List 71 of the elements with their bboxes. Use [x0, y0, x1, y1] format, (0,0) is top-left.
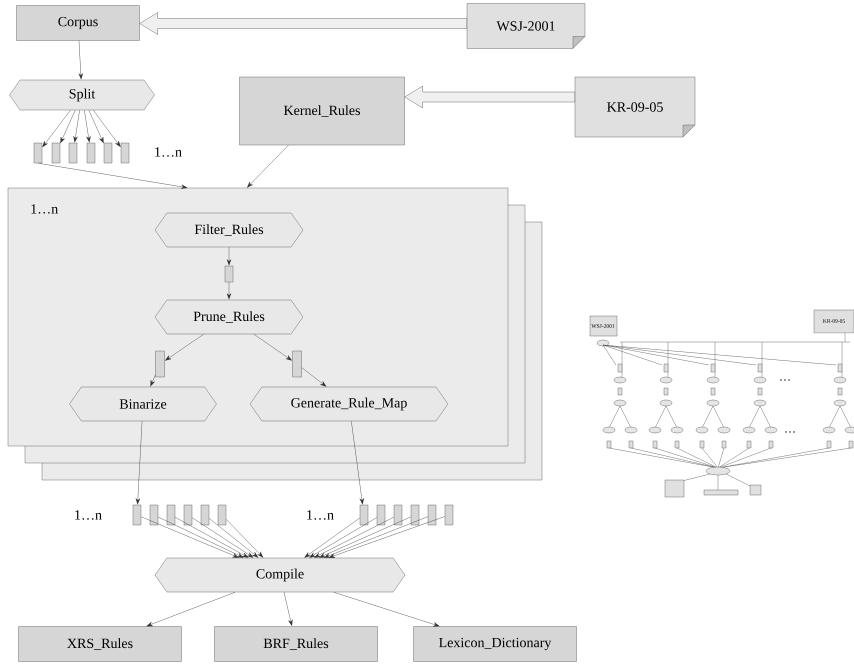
- arrow: [333, 592, 440, 627]
- process-hexagon: Prune_Rules: [154, 300, 304, 334]
- arrow: [351, 421, 364, 504]
- data-slot: [104, 142, 112, 164]
- data-slot: [68, 142, 78, 164]
- arrow: [146, 592, 236, 626]
- data-slot: [120, 142, 130, 164]
- data-slot: [166, 504, 176, 526]
- data-slot: [360, 504, 368, 526]
- arrow: [247, 145, 289, 188]
- arrow: [175, 517, 248, 558]
- process-box: BRF_Rules: [214, 626, 378, 662]
- process-box: XRS_Rules: [18, 626, 182, 662]
- arrow: [304, 518, 360, 558]
- arrow: [93, 110, 121, 148]
- arrow: [314, 516, 394, 558]
- arrow: [209, 518, 258, 558]
- ellipsis-label: …: [785, 431, 795, 433]
- data-slot: [86, 142, 96, 164]
- data-slot: [224, 266, 234, 282]
- data-slot: [410, 504, 420, 526]
- arrow: [165, 334, 204, 361]
- arrow: [141, 516, 239, 558]
- arrow: [319, 516, 411, 558]
- data-slot: [200, 504, 210, 526]
- data-slot: [428, 504, 436, 526]
- arrow: [150, 374, 156, 386]
- data-slot: [394, 504, 402, 526]
- process-box: Lexicon_Dictionary: [413, 626, 577, 662]
- arrow: [328, 516, 445, 558]
- process-hexagon: Filter_Rules: [154, 212, 304, 248]
- arrow: [192, 518, 254, 558]
- process-hexagon: Split: [9, 80, 155, 110]
- block-arrow: [140, 12, 467, 35]
- arrow: [226, 282, 232, 300]
- arrow: [254, 334, 292, 361]
- data-slot: [376, 504, 386, 526]
- data-slot: [444, 504, 454, 526]
- arrow: [302, 367, 326, 387]
- arrow: [226, 247, 232, 266]
- arrow: [309, 517, 377, 558]
- process-box: Corpus: [16, 5, 140, 41]
- arrow: [73, 110, 80, 142]
- process-hexagon: Generate_Rule_Map: [250, 386, 448, 422]
- arrow: [42, 110, 71, 148]
- arrow: [158, 516, 244, 558]
- data-slot: [292, 350, 302, 378]
- arrow: [324, 516, 428, 558]
- data-slot: [132, 504, 142, 526]
- data-slot: [218, 504, 226, 526]
- ellipsis-label: …: [780, 379, 790, 381]
- process-hexagon: Binarize: [69, 386, 217, 422]
- arrow: [84, 110, 91, 142]
- data-slot: [34, 142, 42, 164]
- arrow: [78, 40, 84, 80]
- arrow: [38, 163, 188, 189]
- data-slot: [184, 504, 192, 526]
- arrow: [88, 110, 104, 144]
- arrow: [136, 421, 142, 504]
- count-label: 1…n: [307, 510, 334, 520]
- data-slot: [150, 504, 158, 526]
- arrow: [226, 519, 264, 558]
- block-arrow: [404, 86, 575, 108]
- count-label: 1…n: [155, 147, 182, 157]
- count-label: 1…n: [75, 510, 102, 520]
- data-slot: [52, 142, 60, 164]
- arrow: [60, 110, 76, 144]
- arrow: [284, 592, 293, 626]
- process-hexagon: Compile: [154, 558, 406, 592]
- data-slot: [155, 350, 165, 378]
- process-box: Kernel_Rules: [239, 76, 405, 146]
